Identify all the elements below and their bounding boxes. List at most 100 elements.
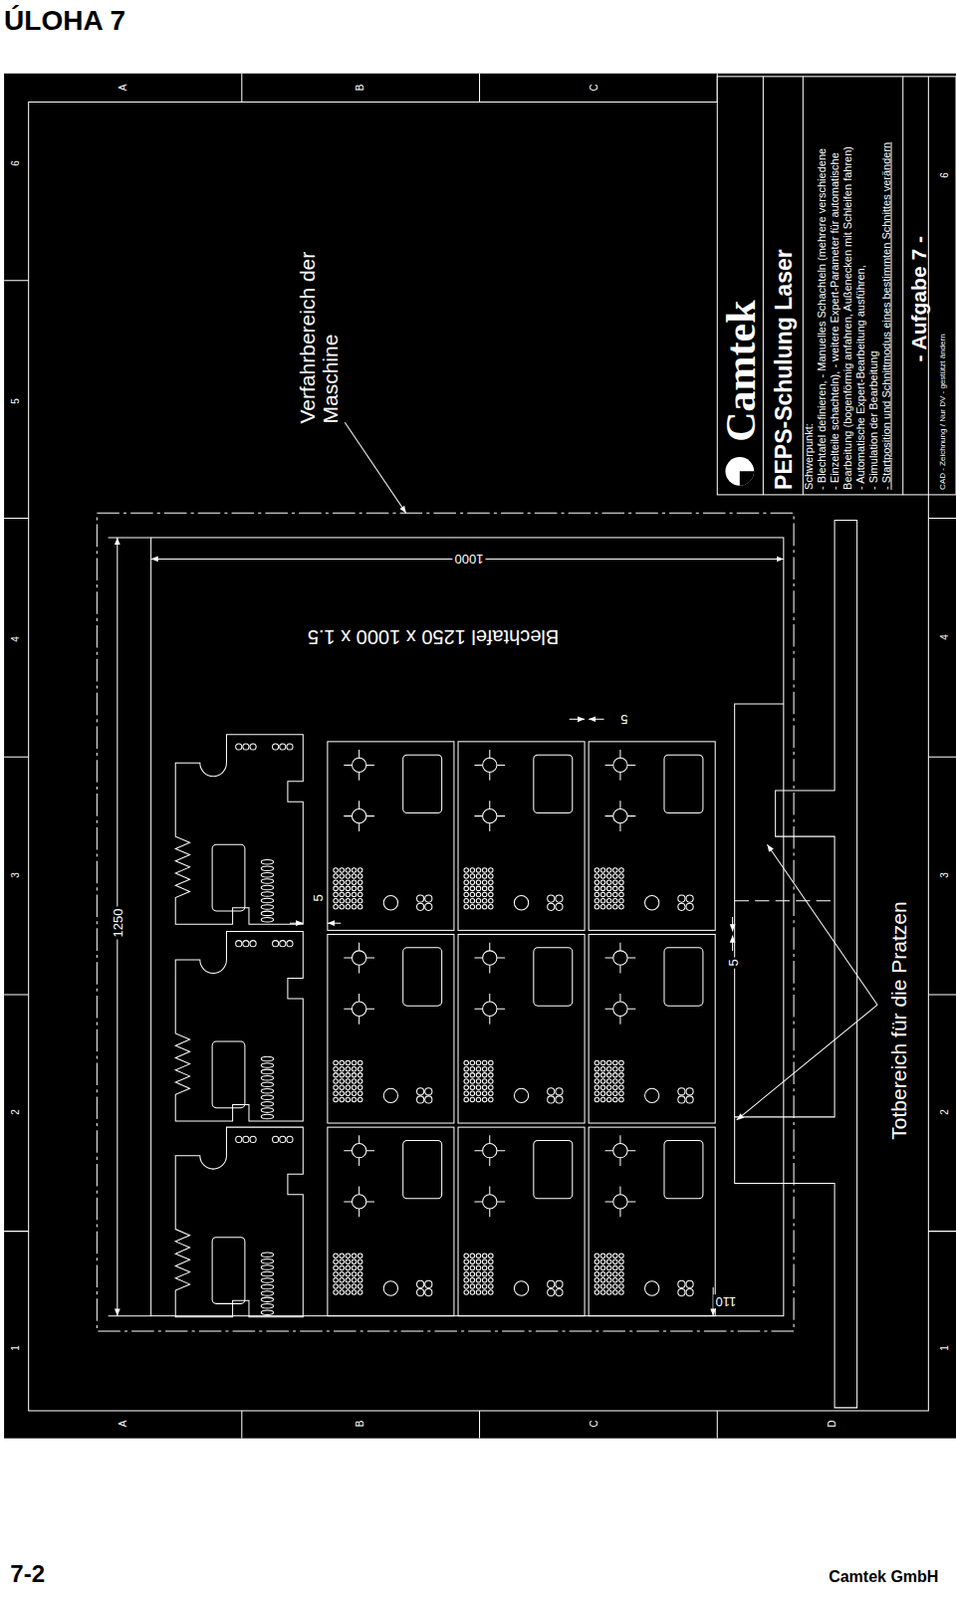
round-hole bbox=[645, 1281, 660, 1296]
hole-matrix bbox=[357, 905, 363, 911]
hole-matrix bbox=[600, 1278, 606, 1284]
hole-matrix bbox=[481, 892, 487, 898]
hole-matrix bbox=[464, 1066, 470, 1072]
hole-matrix bbox=[464, 1259, 470, 1265]
hole-matrix bbox=[488, 1265, 494, 1271]
small-hole bbox=[286, 1136, 293, 1143]
hole-matrix bbox=[476, 1271, 481, 1277]
hole-matrix bbox=[464, 898, 470, 904]
small-hole bbox=[286, 941, 293, 948]
hole-matrix bbox=[481, 1253, 487, 1259]
hole-matrix bbox=[351, 1073, 357, 1079]
hole-matrix bbox=[470, 892, 476, 898]
round-hole bbox=[513, 1281, 528, 1296]
clover-hole bbox=[686, 1088, 694, 1096]
hole-matrix bbox=[464, 1091, 470, 1097]
cross-hole bbox=[351, 1001, 366, 1016]
zone-letter: B bbox=[353, 82, 365, 94]
hole-matrix bbox=[339, 1278, 345, 1284]
hole-matrix bbox=[345, 905, 351, 911]
hole-matrix bbox=[481, 1259, 487, 1265]
zone-number: 1 bbox=[938, 1344, 950, 1355]
cross-slot bbox=[605, 800, 637, 832]
hole-matrix bbox=[606, 1278, 612, 1284]
hole-matrix bbox=[357, 1259, 363, 1265]
slot-hole bbox=[260, 1265, 273, 1271]
hole-matrix bbox=[606, 1097, 612, 1103]
hole-matrix bbox=[333, 874, 339, 880]
hole-matrix bbox=[333, 1271, 339, 1277]
zone-letter: C bbox=[588, 1419, 600, 1431]
hole-matrix bbox=[333, 1265, 339, 1271]
round-hole bbox=[383, 1281, 398, 1296]
slot-hole bbox=[260, 1082, 273, 1088]
hole-matrix bbox=[481, 1290, 487, 1296]
hole-matrix bbox=[488, 868, 494, 874]
zone-letter: B bbox=[353, 1419, 365, 1431]
cross-hole bbox=[482, 1001, 497, 1016]
hole-matrix bbox=[619, 1253, 625, 1259]
hole-matrix bbox=[594, 1091, 600, 1097]
hole-matrix bbox=[606, 1253, 612, 1259]
hole-matrix bbox=[470, 898, 476, 904]
title-block-heading: PEPS-Schulung Laser bbox=[772, 248, 796, 490]
hole-matrix bbox=[351, 1259, 357, 1265]
zone-letter: A bbox=[116, 1419, 128, 1431]
title-block-footnote: CAD - Zeichnung / Nur DV - gestützt ände… bbox=[940, 333, 949, 490]
slot-hole bbox=[260, 1101, 273, 1107]
hole-matrix bbox=[351, 1284, 357, 1290]
clover-hole bbox=[417, 1280, 425, 1288]
hole-matrix bbox=[619, 868, 625, 874]
hole-matrix bbox=[339, 1097, 345, 1103]
rect-cutout bbox=[533, 1140, 573, 1198]
hole-matrix bbox=[481, 874, 487, 880]
hole-matrix bbox=[594, 874, 600, 880]
cross-slot bbox=[474, 1187, 505, 1218]
hole-matrix bbox=[357, 880, 363, 886]
rect-cutout bbox=[212, 1237, 245, 1305]
slot-hole bbox=[260, 898, 273, 904]
slot-hole bbox=[260, 1056, 273, 1062]
contour-part bbox=[175, 931, 303, 1122]
hole-matrix bbox=[488, 1079, 494, 1085]
hole-matrix bbox=[488, 1085, 494, 1091]
drawing-frame bbox=[3, 73, 956, 1439]
hole-matrix bbox=[613, 1079, 619, 1085]
hole-matrix bbox=[470, 886, 476, 892]
hole-matrix bbox=[481, 1271, 487, 1277]
hole-matrix bbox=[606, 1091, 612, 1097]
zone-number: 6 bbox=[9, 158, 21, 169]
cross-slot bbox=[343, 1135, 375, 1167]
hole-matrix bbox=[600, 1284, 606, 1290]
clover-hole bbox=[547, 1280, 555, 1288]
hole-matrix bbox=[613, 1259, 619, 1265]
hole-matrix bbox=[606, 1060, 612, 1066]
hole-matrix bbox=[488, 1253, 494, 1259]
hole-matrix bbox=[481, 868, 487, 874]
zone-number: 3 bbox=[938, 870, 950, 881]
clover-hole bbox=[425, 895, 433, 903]
hole-matrix bbox=[351, 1085, 357, 1091]
title-block-note: Bearbeitung (bogenförmig anfahren, Außen… bbox=[842, 146, 854, 490]
hole-matrix bbox=[600, 1079, 606, 1085]
nested-parts bbox=[175, 734, 716, 1318]
hole-matrix bbox=[351, 1066, 357, 1072]
zone-number: 4 bbox=[9, 635, 21, 646]
zone-number: 2 bbox=[9, 1107, 21, 1118]
clover-hole bbox=[425, 1088, 433, 1096]
title-block-note: - Startposition und Schnittmodus eines b… bbox=[880, 142, 892, 490]
hole-matrix bbox=[476, 1073, 481, 1079]
hole-matrix bbox=[357, 1278, 363, 1284]
hole-matrix bbox=[476, 1066, 481, 1072]
part-outline bbox=[458, 1127, 585, 1317]
hole-matrix bbox=[339, 1253, 345, 1259]
cross-hole bbox=[613, 1001, 628, 1016]
hole-matrix bbox=[345, 1265, 351, 1271]
hole-matrix bbox=[619, 1259, 625, 1265]
rect-cutout bbox=[664, 948, 704, 1006]
clover-hole bbox=[686, 895, 694, 903]
slot-hole bbox=[260, 905, 273, 911]
hole-matrix bbox=[481, 1265, 487, 1271]
